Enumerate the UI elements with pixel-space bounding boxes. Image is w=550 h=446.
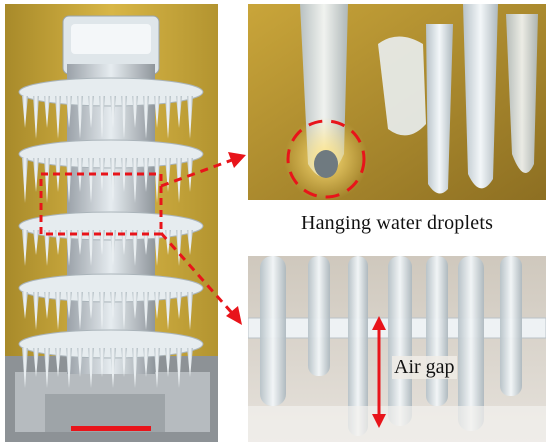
icicle bbox=[77, 348, 83, 377]
icicle bbox=[66, 230, 72, 266]
icicle bbox=[99, 230, 105, 255]
icicle bbox=[132, 96, 138, 128]
icicle bbox=[99, 96, 105, 139]
icicle bbox=[121, 230, 127, 255]
icicle bbox=[66, 292, 72, 319]
icicle bbox=[33, 96, 39, 139]
icicle bbox=[77, 230, 83, 255]
icicle bbox=[110, 158, 116, 203]
icicle bbox=[66, 96, 72, 128]
icicle bbox=[33, 230, 39, 255]
icicle bbox=[66, 348, 72, 388]
icicle bbox=[88, 292, 94, 319]
icicle bbox=[121, 348, 127, 377]
icicle bbox=[44, 158, 50, 203]
air-gap-label: Air gap bbox=[392, 356, 457, 379]
arrowhead-bottom-icon bbox=[226, 306, 242, 325]
icicle bbox=[66, 158, 72, 203]
icicle bbox=[33, 348, 39, 377]
icicle bbox=[154, 292, 160, 319]
icicle bbox=[22, 230, 28, 266]
icicle bbox=[176, 348, 182, 388]
icicle bbox=[44, 96, 50, 128]
icicle bbox=[132, 348, 138, 388]
icicle bbox=[33, 158, 39, 192]
icicle bbox=[77, 96, 83, 139]
icicle bbox=[121, 158, 127, 192]
icicle bbox=[165, 96, 171, 139]
icicle bbox=[44, 292, 50, 319]
droplet-closeup-illustration bbox=[248, 4, 546, 200]
icicle bbox=[55, 230, 61, 255]
air-gap-photo bbox=[248, 256, 546, 442]
icicle bbox=[44, 348, 50, 388]
icicle bbox=[154, 158, 160, 203]
icicle bbox=[77, 292, 83, 330]
icicle bbox=[22, 348, 28, 388]
icicle bbox=[55, 292, 61, 330]
icicle bbox=[143, 348, 149, 377]
icicle bbox=[121, 292, 127, 330]
icicle bbox=[44, 230, 50, 266]
hanging-droplets-caption: Hanging water droplets bbox=[300, 212, 494, 234]
icicle bbox=[143, 96, 149, 139]
icicle bbox=[88, 158, 94, 203]
iced-structure-photo bbox=[5, 4, 218, 442]
iced-structure-illustration bbox=[5, 4, 218, 442]
icicle bbox=[187, 348, 193, 377]
icicle bbox=[176, 96, 182, 128]
icicle bbox=[154, 348, 160, 388]
icicle bbox=[121, 96, 127, 139]
hanging-droplet-photo bbox=[248, 4, 546, 200]
icicle bbox=[132, 292, 138, 319]
icicle bbox=[143, 230, 149, 255]
icicle bbox=[88, 348, 94, 388]
icicle bbox=[99, 292, 105, 330]
arrowhead-top-icon bbox=[228, 152, 246, 168]
icicle bbox=[154, 96, 160, 128]
air-gap-illustration bbox=[248, 256, 546, 442]
icicle bbox=[143, 292, 149, 330]
icicle bbox=[132, 230, 138, 266]
icicle bbox=[187, 96, 193, 139]
icicle bbox=[88, 230, 94, 266]
icicle bbox=[55, 348, 61, 377]
icicle bbox=[132, 158, 138, 203]
icicle bbox=[33, 292, 39, 330]
icicle bbox=[110, 96, 116, 128]
icicle bbox=[110, 292, 116, 319]
icicle bbox=[110, 348, 116, 388]
icicle bbox=[55, 96, 61, 139]
icicle bbox=[22, 96, 28, 128]
icicle bbox=[143, 158, 149, 192]
icicle bbox=[22, 158, 28, 203]
icicle bbox=[110, 230, 116, 266]
icicle bbox=[99, 348, 105, 377]
icicle bbox=[22, 292, 28, 319]
icicle bbox=[88, 96, 94, 128]
icicle bbox=[165, 348, 171, 377]
icicle bbox=[154, 230, 160, 266]
